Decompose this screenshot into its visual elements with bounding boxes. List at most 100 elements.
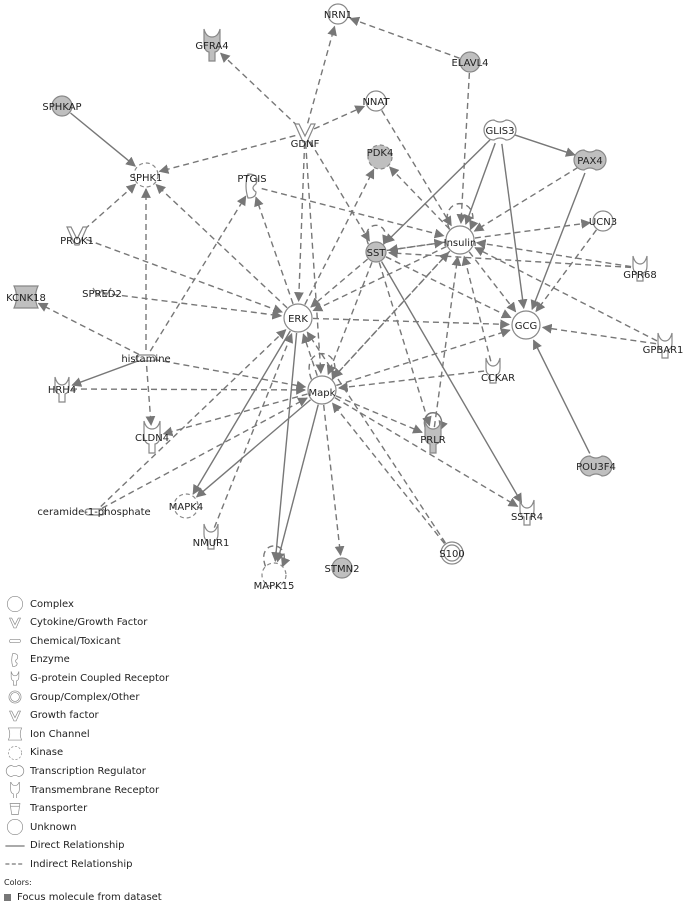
node-cckar[interactable]: CCKAR	[481, 357, 515, 384]
node-pou3f4[interactable]: POU3F4	[576, 455, 616, 477]
node-mapk15[interactable]: MAPK15	[254, 562, 295, 592]
edge-s100-to-mapk	[331, 402, 446, 545]
kinase-icon	[133, 162, 159, 188]
edge-ucn3-to-gcg	[535, 229, 598, 313]
node-sst[interactable]: SST	[365, 241, 387, 263]
node-label: PRLR	[420, 435, 446, 446]
legend-item-direct-relationship: Direct Relationship	[4, 837, 125, 855]
edge-prlr-to-insulin	[433, 255, 462, 428]
transmembrane-icon	[10, 782, 20, 798]
legend-label: Chemical/Toxicant	[30, 635, 121, 647]
node-ceramide-1-phosphate[interactable]: ceramide-1-phosphate	[37, 507, 150, 518]
legend-label: Cytokine/Growth Factor	[30, 617, 148, 629]
kinase-icon	[8, 745, 22, 760]
node-label: GCG	[515, 321, 537, 332]
growth-icon	[8, 710, 22, 721]
legend-item-complex: Complex	[4, 595, 74, 613]
node-s100[interactable]: S100	[439, 541, 465, 565]
edge-ceramide-1-phosphate-to-erk	[100, 329, 287, 507]
legend-label: Ion Channel	[30, 728, 90, 740]
edge-mapk15-to-mapk15	[263, 545, 291, 568]
node-hrh4[interactable]: HRH4	[48, 376, 76, 403]
edge-mapk-to-insulin	[331, 251, 450, 380]
gpcr-icon	[519, 499, 535, 526]
edge-pax4-to-insulin	[473, 166, 579, 232]
legend-label: Enzyme	[30, 654, 70, 666]
edge-insulin-to-erk	[312, 245, 447, 312]
node-sstr4[interactable]: SSTR4	[511, 499, 543, 526]
edge-gdnf-to-nrn1	[306, 25, 337, 124]
legend-item-transcription-regulator: Transcription Regulator	[4, 762, 146, 780]
edge-sst-to-gcg	[385, 256, 512, 319]
node-nmur1[interactable]: NMUR1	[193, 523, 230, 550]
node-prlr[interactable]: PRLR	[420, 420, 446, 454]
node-pax4[interactable]: PAX4	[573, 149, 607, 171]
gpcr-icon	[485, 357, 501, 384]
unknown-icon	[592, 210, 614, 232]
node-stmn2[interactable]: STMN2	[325, 557, 360, 579]
node-mapk4[interactable]: MAPK4	[169, 493, 203, 519]
node-spred2[interactable]: SPRED2	[82, 287, 122, 300]
node-gpbar1[interactable]: GPBAR1	[643, 332, 684, 359]
node-label: ceramide-1-phosphate	[37, 507, 150, 518]
gpcr-icon	[632, 255, 648, 282]
node-kcnk18[interactable]: KCNK18	[6, 285, 46, 309]
group-icon	[440, 541, 464, 565]
edge-mapk-to-prlr	[335, 395, 423, 434]
edge-gpbar1-to-gcg	[541, 323, 657, 345]
edge-glis3-to-gcg	[501, 143, 528, 310]
edge-erk-to-ptgis	[254, 196, 294, 305]
edge-mapk-to-stmn2	[322, 404, 345, 557]
node-label: SPHKAP	[42, 102, 81, 113]
edge-gdnf-to-sst	[309, 141, 370, 242]
node-gpr68[interactable]: GPR68	[623, 255, 657, 282]
node-nrn1[interactable]: NRN1	[324, 3, 352, 25]
node-label: GPR68	[623, 270, 656, 281]
complex-icon	[307, 375, 337, 405]
edge-gdnf-to-mapk	[304, 142, 326, 375]
edge-s100-to-erk	[306, 331, 447, 544]
node-sphkap[interactable]: SPHKAP	[42, 95, 82, 117]
legend-label: Complex	[30, 598, 74, 610]
enzyme-icon	[11, 652, 19, 667]
node-erk[interactable]: ERK	[283, 303, 313, 333]
edge-histamine-to-mapk	[153, 358, 307, 391]
node-pdk4[interactable]: PDK4	[367, 144, 394, 170]
node-ptgis[interactable]: PTGIS	[237, 173, 267, 199]
node-sphk1[interactable]: SPHK1	[130, 162, 163, 188]
node-cldn4[interactable]: CLDN4	[135, 420, 169, 454]
transcription-icon	[573, 149, 607, 171]
transcription-icon	[5, 765, 25, 778]
complex-icon	[511, 310, 541, 340]
transcription-icon	[579, 455, 613, 477]
legend-focus-molecule: Focus molecule from dataset	[4, 888, 162, 906]
node-prok1[interactable]: PROK1	[60, 226, 94, 247]
group-icon	[8, 690, 22, 704]
node-glis3[interactable]: GLIS3	[483, 119, 517, 141]
node-label: ERK	[288, 314, 308, 325]
edge-histamine-to-hrh4	[71, 360, 139, 387]
node-elavl4[interactable]: ELAVL4	[451, 51, 489, 73]
chemical-icon	[9, 639, 21, 644]
legend-label: Kinase	[30, 747, 64, 759]
unknown-icon	[459, 51, 481, 73]
node-label: S100	[439, 549, 464, 560]
complex-icon	[6, 596, 24, 612]
complex-icon	[283, 303, 313, 333]
gpcr-icon	[203, 523, 219, 550]
node-insulin[interactable]: Insulin	[444, 225, 477, 255]
legend-label: Unknown	[30, 821, 77, 833]
node-histamine[interactable]: histamine	[121, 354, 170, 365]
node-mapk[interactable]: Mapk	[307, 375, 337, 405]
edge-prok1-to-sphk1	[84, 183, 137, 230]
legend-label: G-protein Coupled Receptor	[30, 672, 170, 684]
complex-icon	[445, 225, 475, 255]
node-label: MAPK15	[254, 581, 295, 592]
node-gcg[interactable]: GCG	[511, 310, 541, 340]
node-nnat[interactable]: NNAT	[362, 90, 390, 112]
node-ucn3[interactable]: UCN3	[589, 210, 617, 232]
node-gdnf[interactable]: GDNF	[291, 123, 320, 150]
edge-elavl4-to-nrn1	[349, 16, 460, 59]
node-gfra4[interactable]: GFRA4	[195, 28, 229, 62]
legend-item-chemical-toxicant: Chemical/Toxicant	[4, 632, 121, 650]
